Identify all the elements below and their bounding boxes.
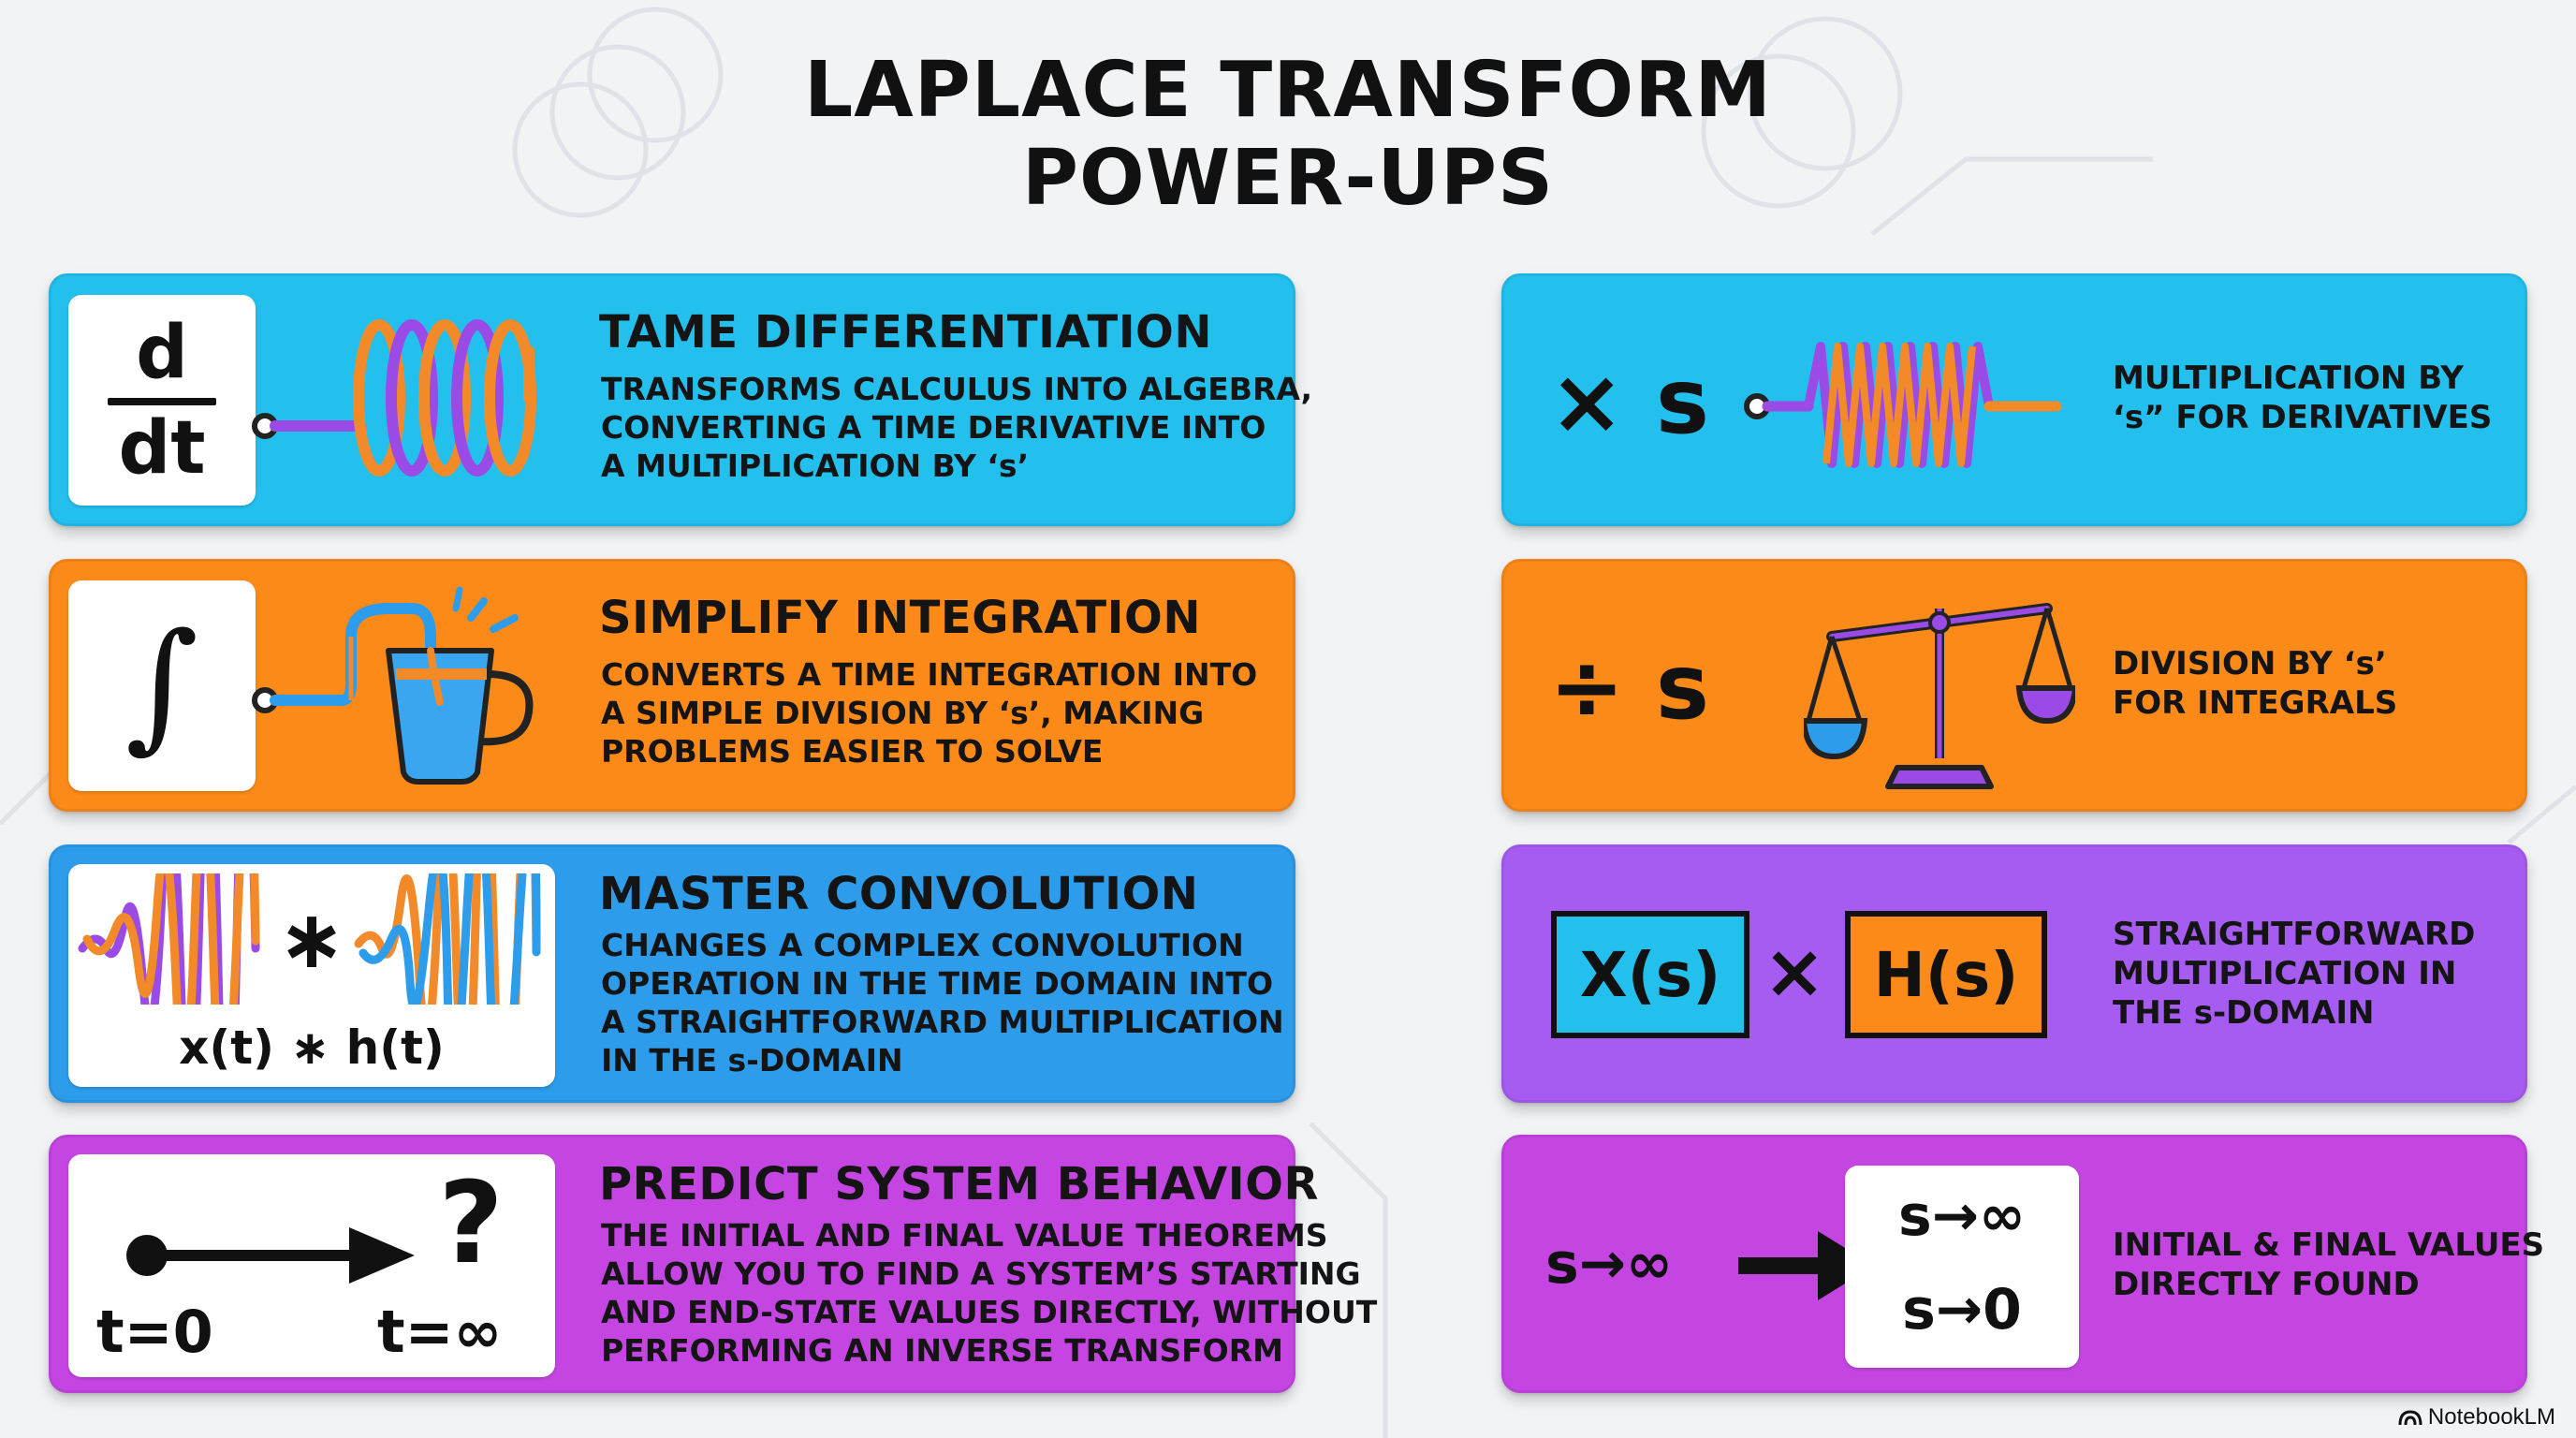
right-card-text: INITIAL & FINAL VALUES DIRECTLY FOUND [2113, 1226, 2545, 1303]
divide-s-symbol: ÷ s [1549, 635, 1709, 740]
right-card-text: DIVISION BY ‘s’ FOR INTEGRALS [2113, 645, 2398, 722]
card-description: THE INITIAL AND FINAL VALUE THEOREMS ALL… [601, 1217, 1378, 1369]
limits-panel: s→∞ s→0 [1845, 1166, 2079, 1368]
hs-box: H(s) [1845, 911, 2047, 1038]
limit-expression-bottom: s→0 [1902, 1277, 2022, 1343]
limit-expression-top: s→∞ [1898, 1183, 2026, 1249]
brand-label: NotebookLM [2427, 1404, 2555, 1430]
derivative-icon-panel: d dt [68, 295, 256, 506]
theorem-icon-panel: ? t=0 t=∞ [68, 1154, 555, 1377]
right-card-text: MULTIPLICATION BY ‘s” FOR DERIVATIVES [2113, 360, 2493, 436]
xs-label: X(s) [1579, 938, 1721, 1011]
compressed-spring-icon [1744, 342, 2062, 468]
card-simplify-integration: ∫ SIMPLIFY INTEGRATION CONVERTS A TIME I… [49, 559, 1295, 812]
hs-label: H(s) [1873, 938, 2019, 1011]
card-master-convolution: ∗ x(t) ∗ h(t) MASTER CONVOLUTION CHANGES… [49, 844, 1295, 1103]
limit-expression-left: s→∞ [1545, 1231, 1673, 1297]
title-line-2: POWER-UPS [1021, 134, 1555, 223]
card-division-by-s: ÷ s DIVISION BY ‘s’ FOR INTEGRALS [1501, 559, 2527, 812]
title-line-1: LAPLACE TRANSFORM [804, 46, 1772, 135]
arrow-right-icon [126, 1227, 415, 1284]
footer-brand: NotebookLM [2398, 1404, 2555, 1431]
card-initial-final-values: s→∞ s→∞ s→0 INITIAL & FINAL VALUES DIREC… [1501, 1135, 2544, 1393]
convolution-formula: x(t) ∗ h(t) [179, 1020, 445, 1075]
integral-icon-panel: ∫ [68, 580, 256, 791]
integral-symbol: ∫ [124, 604, 199, 767]
card-predict-system-behavior: ? t=0 t=∞ PREDICT SYSTEM BEHAVIOR THE IN… [49, 1135, 1377, 1393]
multiply-s-symbol: × s [1549, 349, 1709, 454]
card-multiplication-by-s: × s MULTIPLICATION BY ‘s” FOR DERIVATIVE… [1501, 273, 2527, 526]
card-description: TRANSFORMS CALCULUS INTO ALGEBRA, CONVER… [601, 371, 1313, 484]
spring-coil-icon [252, 319, 536, 477]
derivative-denominator: dt [118, 406, 206, 491]
xs-box: X(s) [1551, 911, 1749, 1038]
fraction-bar [108, 398, 216, 405]
convolution-operator: ∗ [277, 893, 346, 987]
card-title: TAME DIFFERENTIATION [599, 306, 1213, 359]
times-operator: × [1763, 928, 1826, 1015]
filling-cup-icon [252, 586, 534, 785]
card-description: CONVERTS A TIME INTEGRATION INTO A SIMPL… [601, 656, 1258, 770]
notebooklm-logo-icon [2398, 1410, 2422, 1426]
card-title: SIMPLIFY INTEGRATION [599, 592, 1201, 644]
card-s-domain-multiplication: X(s) × H(s) STRAIGHTFORWARD MULTIPLICATI… [1501, 844, 2527, 1103]
card-tame-differentiation: d dt TAME DIFFERENTIATION TRANSFORMS CAL… [49, 273, 1312, 526]
derivative-numerator: d [136, 311, 188, 395]
card-title: MASTER CONVOLUTION [599, 868, 1199, 920]
card-title: PREDICT SYSTEM BEHAVIOR [599, 1158, 1319, 1211]
balance-scale-icon [1804, 603, 2075, 789]
waveform-icon [78, 873, 541, 1005]
convolution-icon-panel: ∗ x(t) ∗ h(t) [68, 864, 555, 1087]
label-t-zero: t=0 [96, 1298, 213, 1366]
label-t-infinity: t=∞ [377, 1298, 503, 1366]
right-card-text: STRAIGHTFORWARD MULTIPLICATION IN THE s-… [2113, 916, 2476, 1032]
page-title: LAPLACE TRANSFORM POWER-UPS [0, 47, 2576, 223]
question-mark: ? [438, 1159, 504, 1289]
card-description: CHANGES A COMPLEX CONVOLUTION OPERATION … [601, 927, 1284, 1078]
